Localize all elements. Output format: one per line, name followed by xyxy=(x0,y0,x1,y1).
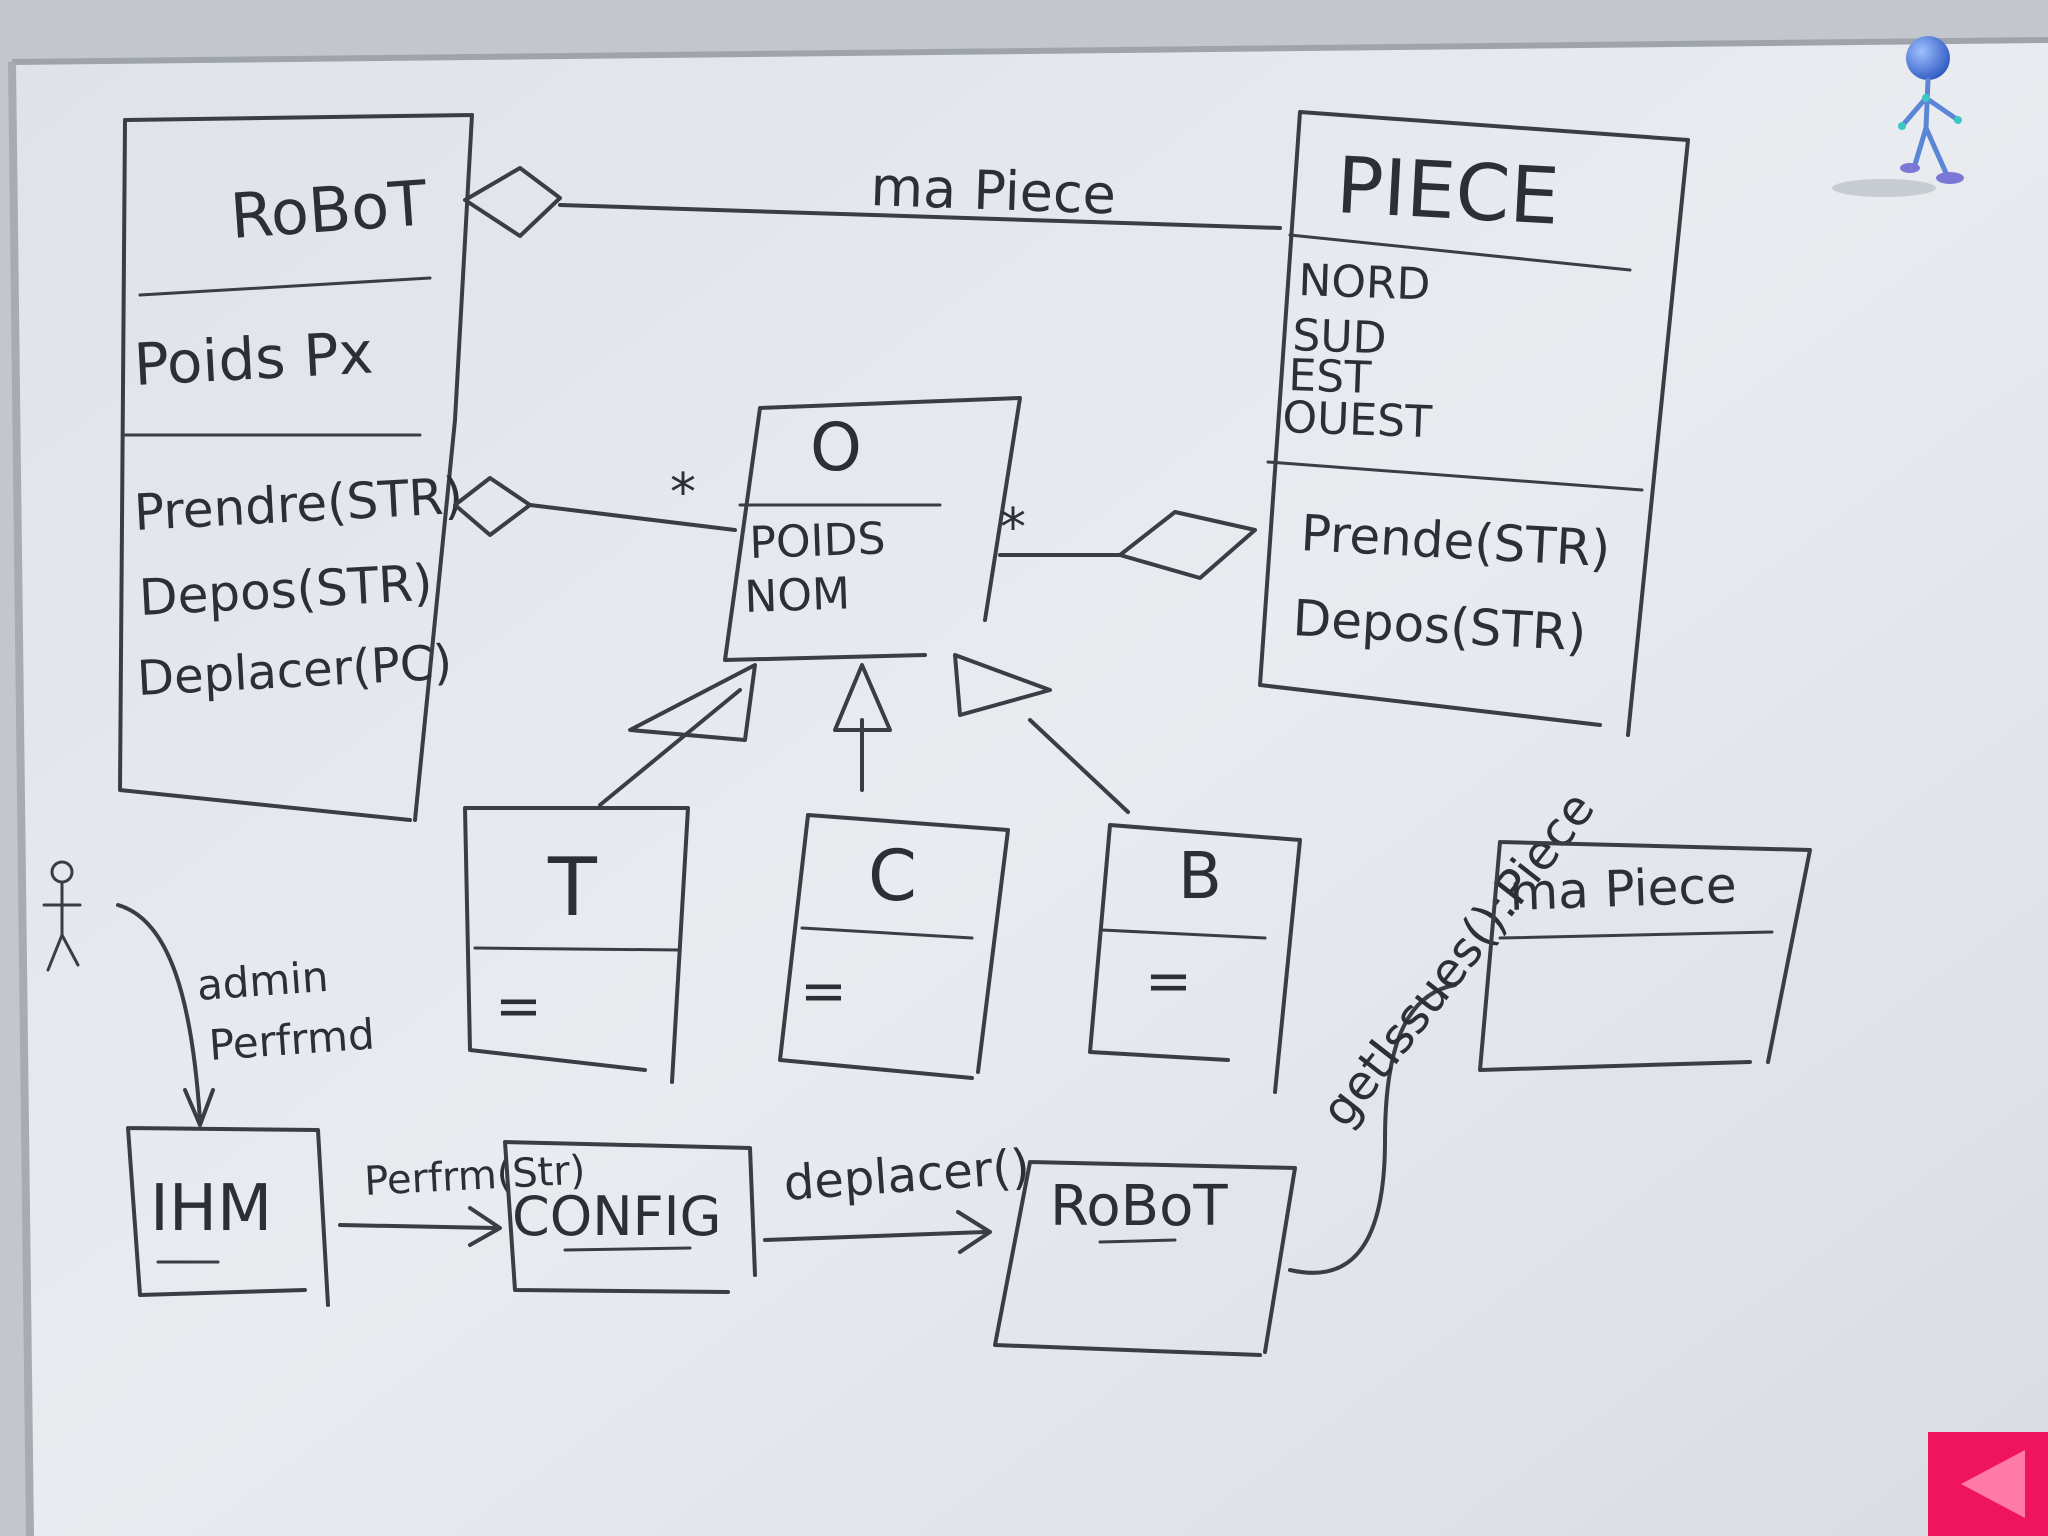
subclass-t-name: T xyxy=(547,841,598,934)
back-nav-button[interactable] xyxy=(1928,1432,2048,1536)
robot-attribute-0: Poids Px xyxy=(132,319,375,399)
actor-label-0: admin xyxy=(195,952,330,1010)
subclass-t-body: = xyxy=(495,974,542,1039)
object-ma-piece-name: ma Piece xyxy=(1508,856,1737,922)
object-ihm-name: IHM xyxy=(150,1172,272,1246)
piece-attribute-0: NORD xyxy=(1298,255,1432,311)
subclass-b-body: = xyxy=(1145,949,1192,1014)
subclass-c-body: = xyxy=(800,959,847,1024)
subclass-b-name: B xyxy=(1178,840,1222,914)
piece-attribute-3: OUEST xyxy=(1282,392,1433,448)
board-surface xyxy=(12,40,2048,1536)
robot-class-name: RoBoT xyxy=(228,166,430,253)
object-config-name: CONFIG xyxy=(512,1185,721,1248)
subclass-c-name: C xyxy=(868,835,917,917)
piece-class-name: PIECE xyxy=(1334,141,1561,243)
objet-class-name: O xyxy=(810,409,862,486)
objet-attribute-0: POIDS xyxy=(749,513,887,569)
objet-piece-multiplicity: * xyxy=(1000,498,1026,558)
association-robot-piece-label: ma Piece xyxy=(870,155,1117,227)
robot-objet-multiplicity: * xyxy=(670,463,696,523)
back-arrow-icon xyxy=(1961,1450,2025,1518)
stick-figure-mascot-icon xyxy=(1826,28,1986,218)
object-robot-name: RoBoT xyxy=(1050,1174,1228,1239)
objet-attribute-1: NOM xyxy=(744,568,851,623)
